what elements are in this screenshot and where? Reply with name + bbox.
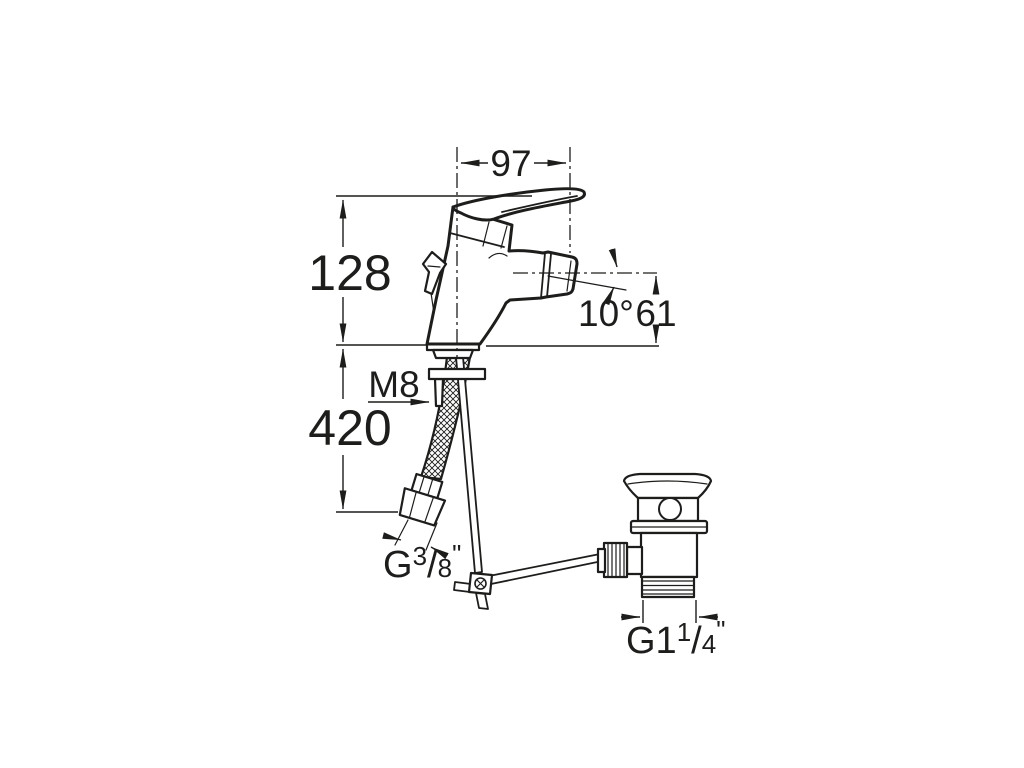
joint-screw-cross xyxy=(476,579,485,588)
waste-threaded-tail xyxy=(640,575,696,599)
ferrule-ridges xyxy=(418,476,434,495)
g38-inch-mark: " xyxy=(452,539,461,569)
base-collar xyxy=(431,348,475,360)
dimensions-group: 97 128 420 61 10° M8 G3/8" G11/4" xyxy=(308,143,725,662)
knurl-lines xyxy=(607,542,625,578)
waste-assembly-group xyxy=(596,472,713,599)
aerator-grooves xyxy=(540,252,552,299)
g114-denominator: 4 xyxy=(702,629,716,659)
mounting-bracket xyxy=(427,367,487,381)
aerator-face-line xyxy=(566,260,572,292)
dim-420-label: 420 xyxy=(308,400,391,456)
g38-label: G3/8" xyxy=(383,539,461,586)
dim-128-label: 128 xyxy=(308,245,391,301)
g38-arrow-left xyxy=(382,532,402,541)
waste-side-port xyxy=(625,545,644,576)
waste-plug-cap xyxy=(622,472,713,500)
dim-97-label: 97 xyxy=(490,143,531,184)
spout-root-curve xyxy=(488,252,508,259)
angle-arrow-upper xyxy=(608,248,618,268)
body-edge-line xyxy=(449,232,505,248)
rod-lower-stub xyxy=(475,592,489,610)
overflow-hole xyxy=(658,497,682,521)
g38-denominator: 8 xyxy=(438,553,452,583)
g114-slash: / xyxy=(691,620,702,662)
plug-cap-rim xyxy=(627,480,708,485)
g38-arrow-right xyxy=(430,546,449,560)
g114-extension-lines xyxy=(642,600,697,623)
linkage-long-arm xyxy=(488,552,608,585)
hose-end-fitting xyxy=(398,472,447,527)
g38-slash: / xyxy=(427,544,438,586)
g114-g: G1 xyxy=(626,620,677,662)
faucet-body xyxy=(425,205,579,346)
waste-body xyxy=(639,531,699,579)
angle-arrow-lower xyxy=(603,286,615,306)
g114-label: G11/4" xyxy=(626,615,725,662)
g114-inch-mark: " xyxy=(716,615,725,645)
dim-61-label: 61 xyxy=(635,293,676,334)
m8-label: M8 xyxy=(368,364,419,405)
pop-up-linkage-group xyxy=(453,356,608,610)
g114-numerator: 1 xyxy=(677,617,691,647)
faucet-group xyxy=(421,187,586,408)
g38-numerator: 3 xyxy=(413,541,427,571)
g38-extension-lines xyxy=(394,519,438,551)
waste-thread-lines xyxy=(642,580,694,595)
g38-g: G xyxy=(383,544,413,586)
m8-stud xyxy=(433,377,445,408)
cartridge-neck-lines xyxy=(482,221,508,249)
paddle-inset-line xyxy=(427,265,441,268)
knurl-end-cap xyxy=(596,547,607,574)
angle-10-label: 10° xyxy=(578,293,634,334)
side-paddle-lever xyxy=(421,250,448,296)
hex-nut-facets xyxy=(408,491,435,524)
handle-inset-line xyxy=(501,195,578,213)
paddle-tail-line xyxy=(430,292,435,314)
handle-lever xyxy=(451,187,586,222)
